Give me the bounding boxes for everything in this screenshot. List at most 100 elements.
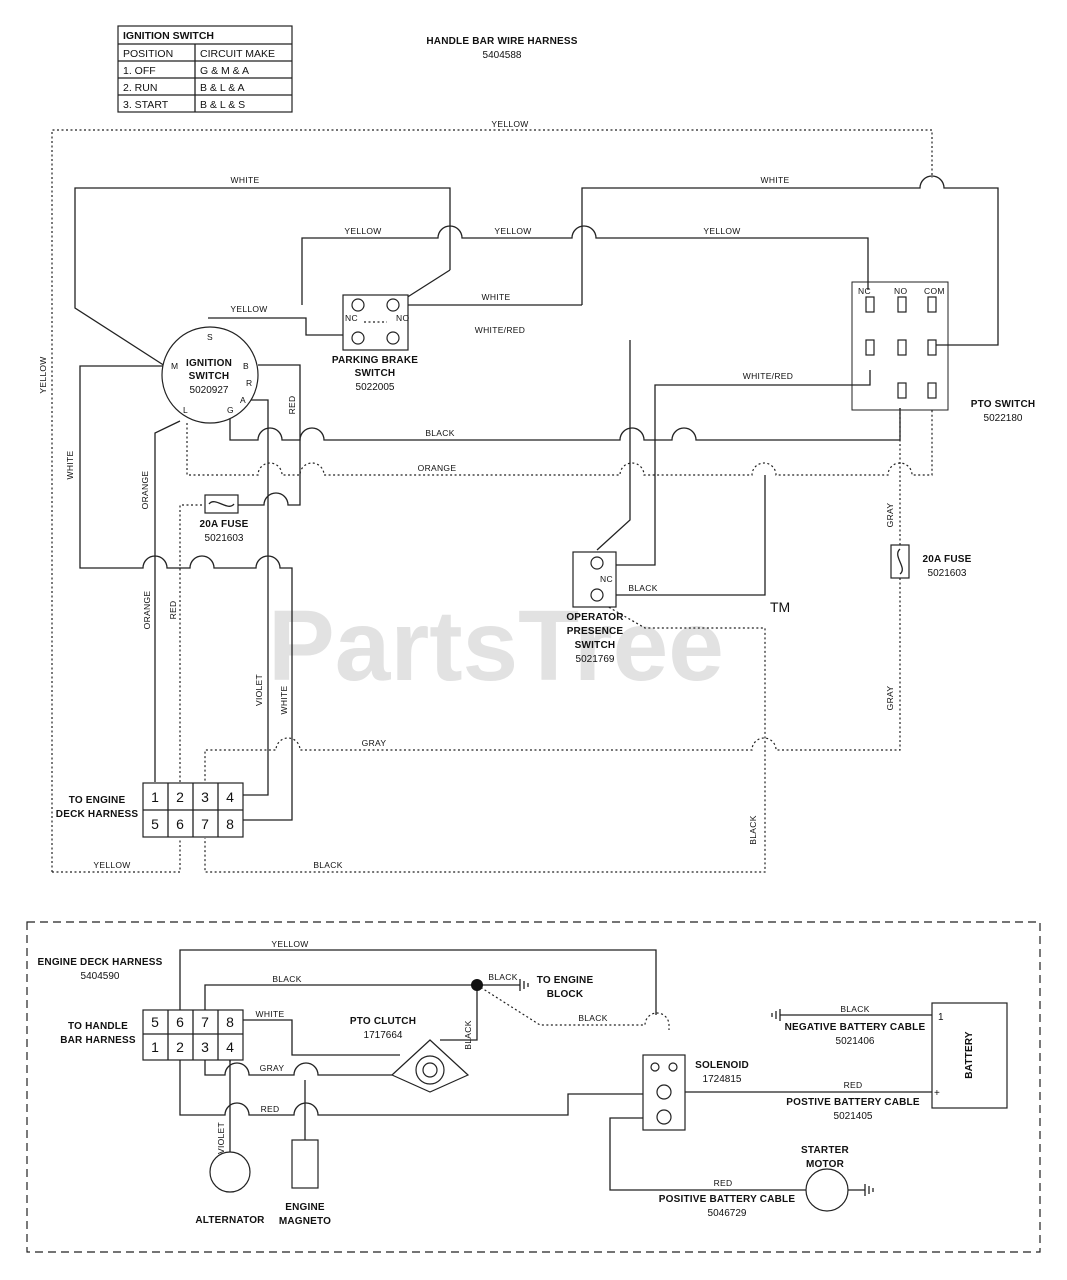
pin: 2 — [176, 789, 184, 805]
pto-clutch-part: 1717664 — [364, 1030, 403, 1041]
pto-col-com: COM — [924, 286, 945, 296]
solenoid: SOLENOID 1724815 — [642, 1054, 749, 1131]
solenoid-part: 1724815 — [703, 1074, 742, 1085]
alternator: ALTERNATOR — [195, 1151, 265, 1226]
wire-label: GRAY — [885, 686, 895, 711]
pos-cable2-label: POSITIVE BATTERY CABLE — [659, 1194, 796, 1205]
parking-brake-label: SWITCH — [355, 368, 396, 379]
wire-label: RED — [844, 1080, 863, 1090]
engine-deck-frame — [26, 921, 1041, 1253]
wire-label: BLACK — [628, 583, 657, 593]
wire-label: WHITE — [65, 451, 75, 480]
fuse-right-part: 5021603 — [928, 568, 967, 579]
wire-label: BLACK — [578, 1013, 607, 1023]
table-row-circuit: B & L & A — [200, 82, 245, 94]
ground-node — [471, 979, 483, 991]
table-row-position: 2. RUN — [123, 82, 157, 94]
terminal-g: G — [227, 405, 234, 415]
neg-cable-label: NEGATIVE BATTERY CABLE — [785, 1022, 926, 1033]
pto-switch-body — [851, 281, 949, 411]
pin: 3 — [201, 789, 209, 805]
battery-terminal-plus: + — [934, 1088, 940, 1099]
op-switch-label: PRESENCE — [567, 626, 624, 637]
wire-label: YELLOW — [491, 119, 528, 129]
wire-label: ORANGE — [142, 591, 152, 630]
pin: 1 — [151, 1039, 159, 1055]
top-wiring — [51, 129, 999, 873]
operator-presence-switch: NC OPERATOR PRESENCE SWITCH 5021769 — [566, 551, 624, 665]
terminal-r: R — [246, 378, 252, 388]
battery-label: BATTERY — [964, 1031, 975, 1079]
pos-cable2-part: 5046729 — [708, 1208, 747, 1219]
pin: 4 — [226, 1039, 234, 1055]
wire-label: YELLOW — [703, 226, 740, 236]
pin: 6 — [176, 816, 184, 832]
pos-cable-part: 5021405 — [834, 1111, 873, 1122]
magneto-label: MAGNETO — [279, 1216, 331, 1227]
pb-no: NO — [396, 313, 409, 323]
wire-label: YELLOW — [344, 226, 381, 236]
table-row-circuit: B & L & S — [200, 99, 245, 111]
bottom-wire-labels: YELLOW BLACK BLACK WHITE GRAY RED BLACK … — [216, 939, 869, 1188]
fuse-right-label: 20A FUSE — [922, 554, 971, 565]
pin: 2 — [176, 1039, 184, 1055]
wire-label: YELLOW — [494, 226, 531, 236]
table-col-position: POSITION — [123, 48, 173, 60]
parking-brake-label: PARKING BRAKE — [332, 355, 418, 366]
connector-top-label: TO ENGINE — [69, 795, 126, 806]
watermark: PartsTree — [268, 590, 724, 702]
pto-clutch-label: PTO CLUTCH — [350, 1016, 416, 1027]
wire-label: VIOLET — [216, 1122, 226, 1154]
table-header: IGNITION SWITCH — [123, 30, 214, 42]
wire-label: BLACK — [840, 1004, 869, 1014]
wire-label: RED — [261, 1104, 280, 1114]
pto-switch-label: PTO SWITCH — [971, 399, 1036, 410]
pto-col-no: NO — [894, 286, 907, 296]
engine-block-label: TO ENGINE — [537, 975, 594, 986]
pin: 7 — [201, 1014, 209, 1030]
handlebar-harness-part: 5404588 — [483, 50, 522, 61]
fuse-left: 20A FUSE 5021603 — [199, 494, 248, 544]
wire-label: BLACK — [272, 974, 301, 984]
connector-handle-bar: 5 6 7 8 1 2 3 4 TO HANDLE BAR HARNESS — [60, 1009, 244, 1061]
pin: 5 — [151, 816, 159, 832]
pto-switch: NC NO COM PTO SWITCH 5022180 — [851, 281, 1036, 424]
wire-label: GRAY — [362, 738, 387, 748]
pin: 7 — [201, 816, 209, 832]
ignition-switch-body — [161, 326, 259, 424]
wire-label: BLACK — [463, 1020, 473, 1049]
watermark-tm: TM — [770, 599, 790, 615]
terminal-m: M — [171, 361, 178, 371]
parking-brake-part: 5022005 — [356, 382, 395, 393]
wire-label: YELLOW — [271, 939, 308, 949]
op-switch-label: OPERATOR — [566, 612, 624, 623]
wire-label: BLACK — [748, 815, 758, 844]
starter-motor: STARTER MOTOR — [801, 1145, 849, 1212]
wire-label: GRAY — [885, 503, 895, 528]
connector-bottom-label: BAR HARNESS — [60, 1035, 136, 1046]
battery-terminal-1: 1 — [938, 1012, 944, 1023]
pin: 4 — [226, 789, 234, 805]
wire-label: ORANGE — [418, 463, 457, 473]
wire-label: YELLOW — [93, 860, 130, 870]
neg-cable-part: 5021406 — [836, 1036, 875, 1047]
starter-label: STARTER — [801, 1145, 849, 1156]
op-nc: NC — [600, 574, 613, 584]
ignition-switch-table: IGNITION SWITCH POSITION CIRCUIT MAKE 1.… — [117, 25, 293, 113]
pin: 6 — [176, 1014, 184, 1030]
wire-label: RED — [168, 601, 178, 620]
wire-label: BLACK — [488, 972, 517, 982]
wire-label: WHITE — [256, 1009, 285, 1019]
engine-block-label: BLOCK — [547, 989, 584, 1000]
engine-deck-title: ENGINE DECK HARNESS — [38, 957, 163, 968]
wire-label: VIOLET — [254, 674, 264, 706]
table-row-circuit: G & M & A — [200, 65, 249, 77]
op-switch-part: 5021769 — [576, 654, 615, 665]
fuse-left-label: 20A FUSE — [199, 519, 248, 530]
wire-label: WHITE/RED — [743, 371, 793, 381]
engine-deck-part: 5404590 — [81, 971, 120, 982]
wire-label: WHITE — [761, 175, 790, 185]
wire-label: WHITE — [231, 175, 260, 185]
ignition-switch-part: 5020927 — [190, 385, 229, 396]
